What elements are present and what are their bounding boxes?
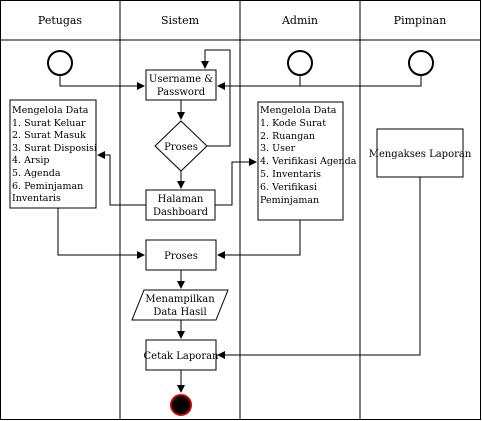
admin-list-line: 4. Verifikasi Agenda xyxy=(260,156,357,167)
petugas-list-line: 3. Surat Disposisi xyxy=(12,143,97,154)
edge-dashboard-to-admin xyxy=(215,158,257,206)
cetak-label: Cetak Laporan xyxy=(144,351,220,362)
lane-header-sistem: Sistem xyxy=(161,14,200,27)
edge-pimpinan-to-cetak xyxy=(217,177,421,359)
proses-box xyxy=(145,239,217,271)
admin-list-line: 5. Inventaris xyxy=(260,169,321,180)
admin-list-line: 3. User xyxy=(260,143,296,154)
petugas-list-text: Mengelola Data 1. Surat Keluar 2. Surat … xyxy=(12,105,100,204)
admin-list-line: 6. Verifikasi xyxy=(260,182,317,193)
admin-list-line: 1. Kode Surat xyxy=(260,118,326,129)
petugas-list-line: Inventaris xyxy=(12,193,61,204)
edge-admin-to-proses xyxy=(217,220,301,259)
pimpinan-akses-label: Mengakses Laporan xyxy=(369,149,472,160)
login-box xyxy=(145,69,217,101)
petugas-list-line: Mengelola Data xyxy=(12,105,89,116)
edge-petugas-start-to-login xyxy=(59,75,145,90)
edge-petugas-to-proses xyxy=(57,208,145,259)
start-node-pimpinan xyxy=(408,50,434,76)
edge-decision-retry-to-login xyxy=(201,49,231,147)
petugas-list-line: 5. Agenda xyxy=(12,168,61,179)
petugas-list-line: 4. Arsip xyxy=(12,155,49,166)
dashboard-box xyxy=(145,189,216,221)
end-node xyxy=(170,394,192,416)
lane-header-admin: Admin xyxy=(281,14,318,27)
petugas-list-line: 6. Peminjaman xyxy=(12,181,83,192)
start-node-petugas xyxy=(47,50,73,76)
dashboard-label-line2: Dashboard xyxy=(153,207,209,218)
lane-header-petugas: Petugas xyxy=(38,14,83,27)
data-output-parallelogram xyxy=(131,289,229,321)
decision-label: Proses xyxy=(164,142,198,153)
tampil-label-line1: Menampilkan xyxy=(145,294,215,305)
tampil-label-line2: Data Hasil xyxy=(153,307,206,318)
login-label-line1: Username & xyxy=(149,74,213,85)
petugas-data-box xyxy=(9,99,97,209)
petugas-list-line: 1. Surat Keluar xyxy=(12,118,86,129)
start-node-admin xyxy=(287,50,313,76)
cetak-laporan-box xyxy=(145,339,217,371)
admin-list-line: Peminjaman xyxy=(260,195,319,206)
petugas-list-line: 2. Surat Masuk xyxy=(12,130,86,141)
admin-data-box xyxy=(257,101,344,221)
edge-dashboard-to-petugas xyxy=(97,151,146,206)
admin-list-line: Mengelola Data xyxy=(260,105,337,116)
lane-header-pimpinan: Pimpinan xyxy=(394,14,447,27)
proses-label: Proses xyxy=(164,251,198,262)
login-label-line2: Password xyxy=(157,87,206,98)
admin-list-text: Mengelola Data 1. Kode Surat 2. Ruangan … xyxy=(260,105,359,206)
admin-list-line: 2. Ruangan xyxy=(260,131,315,142)
dashboard-label-line1: Halaman xyxy=(158,194,204,205)
edge-pimpinan-start-to-login xyxy=(300,75,422,87)
